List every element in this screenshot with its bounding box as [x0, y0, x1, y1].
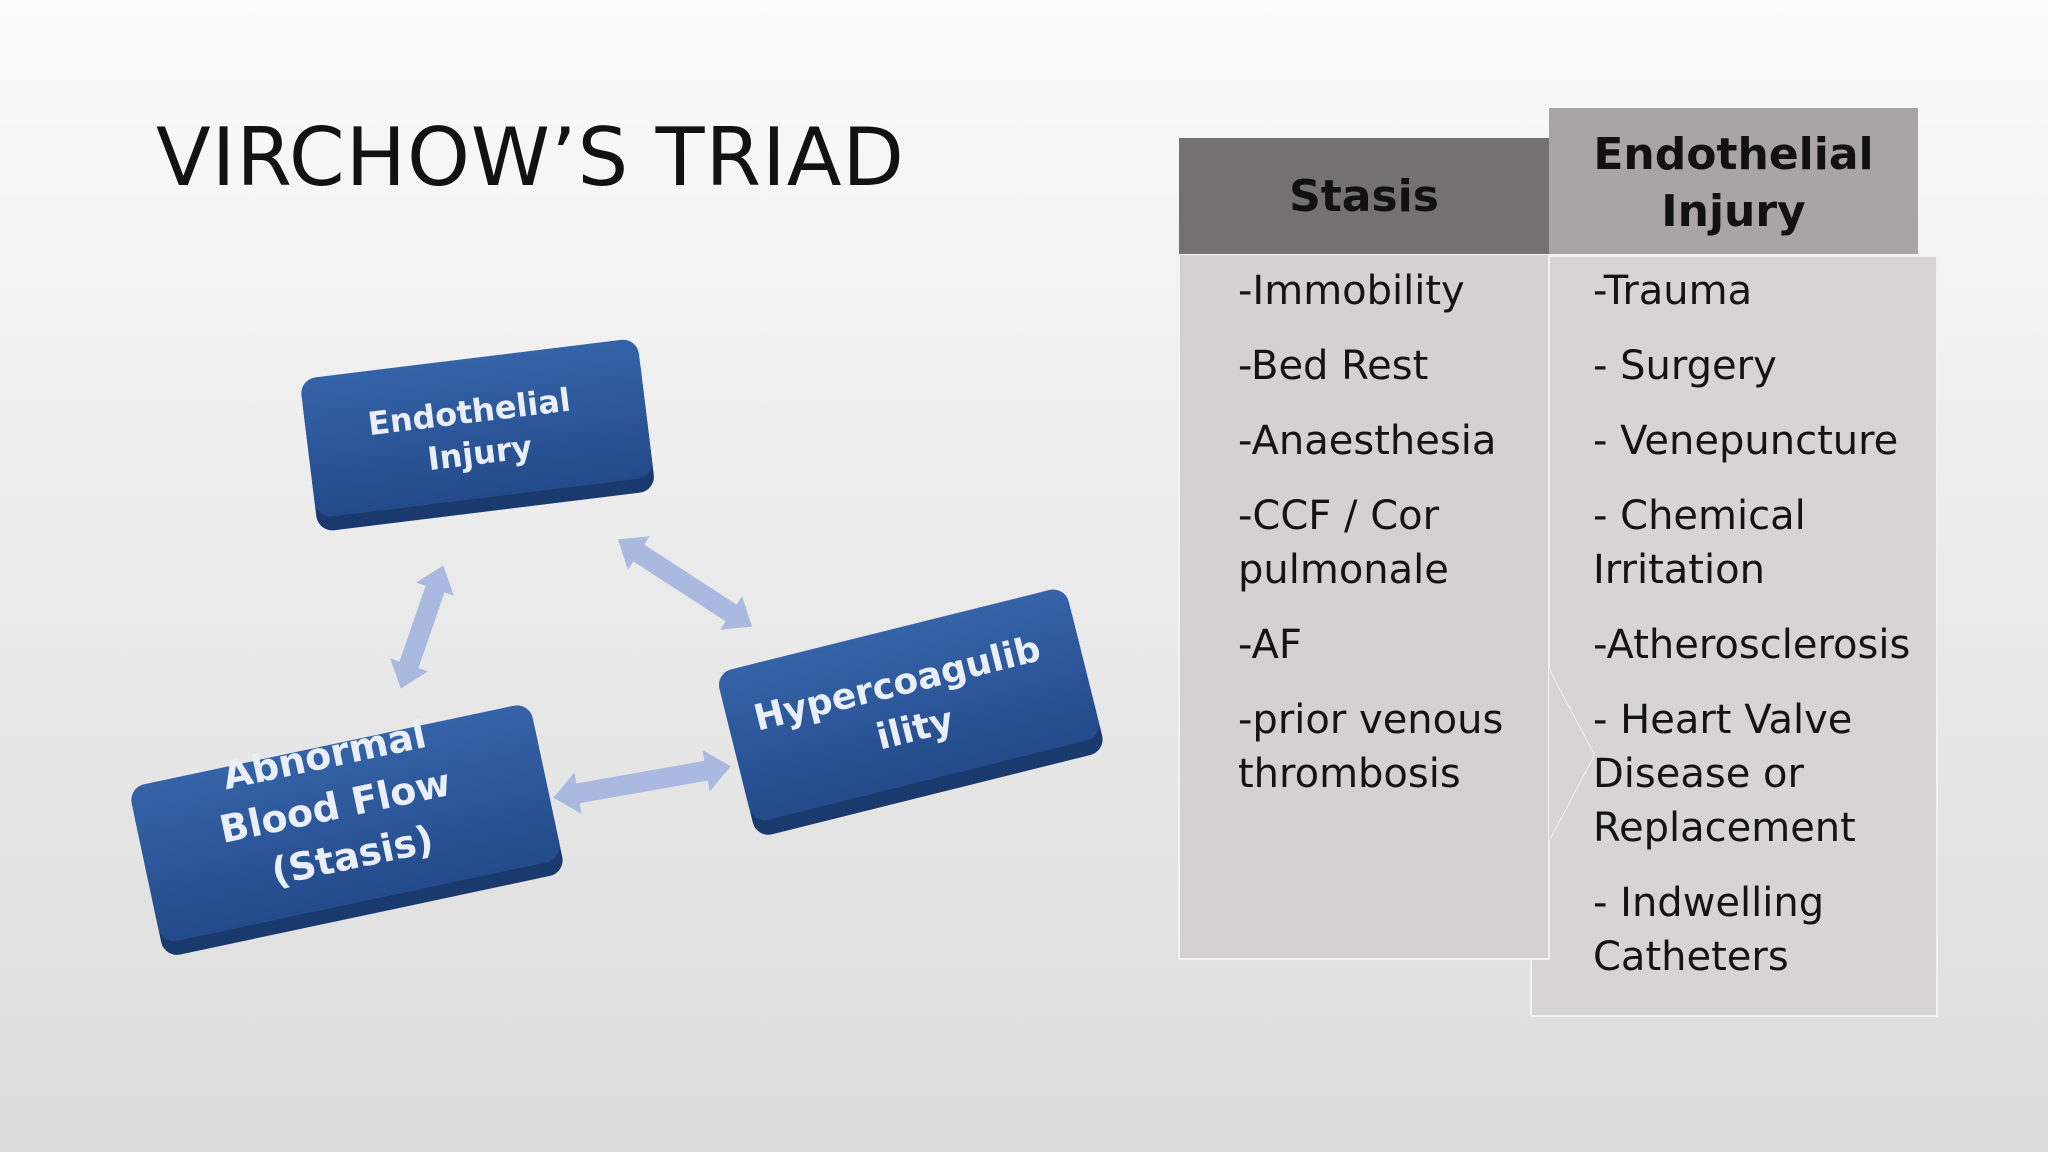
node-abnormal-blood-flow: Abnormal Blood Flow (Stasis): [131, 705, 563, 955]
table-body-backgrounds: [1178, 253, 1938, 1017]
body-divider-notch: [1549, 670, 1594, 840]
list-item: -Anaesthesia: [1238, 418, 1497, 464]
node-hypercoagulability: Hypercoagulib ility: [718, 589, 1103, 835]
node-endothelial-injury: Endothelial Injury: [301, 339, 654, 531]
list-item: -Immobility: [1238, 268, 1465, 314]
endothelial-injury-list: -Trauma - Surgery - Venepuncture - Chemi…: [1593, 264, 1923, 1005]
list-item: -CCF / Cor pulmonale: [1238, 493, 1449, 593]
list-item: - Chemical Irritation: [1593, 493, 1806, 593]
list-item: -Atherosclerosis: [1593, 622, 1911, 668]
arrow-endothelial-hypercoag: [617, 536, 753, 630]
triad-arrows: [390, 536, 753, 814]
slide-title: VIRCHOW’S TRIAD: [156, 111, 906, 204]
list-item: -Trauma: [1593, 268, 1753, 314]
list-item: -Bed Rest: [1238, 343, 1429, 389]
endothelial-injury-column-header: Endothelial Injury: [1549, 108, 1918, 254]
list-item: - Indwelling Catheters: [1593, 880, 1825, 980]
stasis-body-panel: [1178, 253, 1550, 960]
list-item: -AF: [1238, 622, 1302, 668]
list-item: - Surgery: [1593, 343, 1777, 389]
stasis-list: -Immobility -Bed Rest -Anaesthesia -CCF …: [1238, 264, 1546, 822]
stasis-column-header: Stasis: [1179, 138, 1549, 254]
list-item: - Heart Valve Disease or Replacement: [1593, 697, 1856, 851]
list-item: -prior venous thrombosis: [1238, 697, 1504, 797]
arrow-stasis-hypercoag: [553, 750, 731, 814]
list-item: - Venepuncture: [1593, 418, 1899, 464]
arrow-endothelial-stasis: [390, 565, 454, 689]
